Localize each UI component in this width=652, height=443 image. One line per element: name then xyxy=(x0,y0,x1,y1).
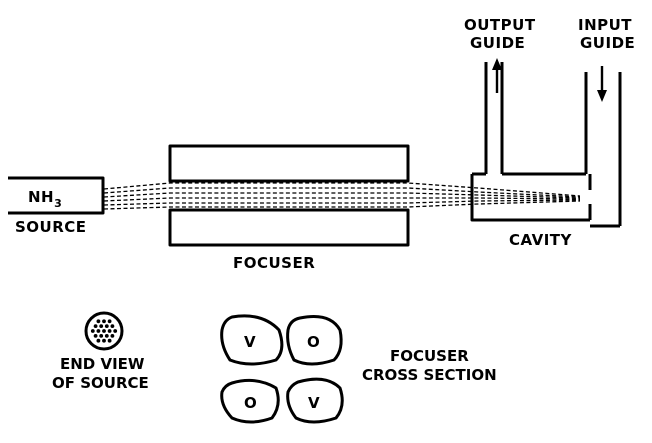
end-view-label-line2: OF SOURCE xyxy=(52,374,149,392)
aperture-dot xyxy=(107,338,112,343)
source-apertures xyxy=(90,319,118,343)
rod-bottom-left xyxy=(220,378,280,424)
source-gas-label: NH3 xyxy=(28,188,62,210)
input-guide-label-line2: GUIDE xyxy=(580,34,635,52)
focuser xyxy=(168,144,410,247)
output-guide-label-line2: GUIDE xyxy=(470,34,525,52)
cross-section-label-line2: CROSS SECTION xyxy=(362,366,497,384)
source-end-view xyxy=(84,311,124,351)
aperture-dot xyxy=(90,329,95,333)
focuser-cross-section xyxy=(220,314,344,424)
aperture-dot xyxy=(99,324,104,328)
source-label: SOURCE xyxy=(15,218,87,236)
focuser-label: FOCUSER xyxy=(233,254,315,272)
aperture-dot xyxy=(107,329,112,333)
rod-top-left-label: V xyxy=(244,333,256,351)
focuser-lower-plate xyxy=(168,208,410,247)
focuser-upper-plate xyxy=(168,144,410,183)
rod-bottom-right xyxy=(286,377,344,424)
output-guide xyxy=(484,58,504,174)
aperture-dot xyxy=(93,324,98,328)
aperture-dot xyxy=(102,319,106,324)
aperture-dot xyxy=(110,334,115,338)
end-view-label-line1: END VIEW xyxy=(60,355,145,373)
rod-top-right-label: O xyxy=(307,333,320,351)
cavity xyxy=(470,172,592,222)
source-tube xyxy=(8,176,105,215)
input-guide xyxy=(584,66,622,228)
aperture-dot xyxy=(102,329,106,333)
cavity-label: CAVITY xyxy=(509,231,573,249)
output-guide-label-line1: OUTPUT xyxy=(464,16,536,34)
aperture-dot xyxy=(96,319,101,324)
rod-top-right xyxy=(286,315,343,366)
cross-section-label-line1: FOCUSER xyxy=(390,347,469,365)
aperture-dot xyxy=(107,319,112,324)
input-guide-label-line1: INPUT xyxy=(578,16,632,34)
rod-top-left xyxy=(220,314,284,366)
aperture-dot xyxy=(110,324,115,328)
aperture-dot xyxy=(96,338,101,343)
molecular-beam xyxy=(103,182,581,210)
rod-bottom-left-label: O xyxy=(244,394,257,412)
aperture-dot xyxy=(102,338,106,343)
aperture-dot xyxy=(93,334,98,338)
aperture-dot xyxy=(104,324,109,328)
aperture-dot xyxy=(104,334,109,338)
aperture-dot xyxy=(113,329,118,333)
aperture-dot xyxy=(96,329,101,333)
aperture-dot xyxy=(99,334,104,338)
rod-bottom-right-label: V xyxy=(308,394,320,412)
